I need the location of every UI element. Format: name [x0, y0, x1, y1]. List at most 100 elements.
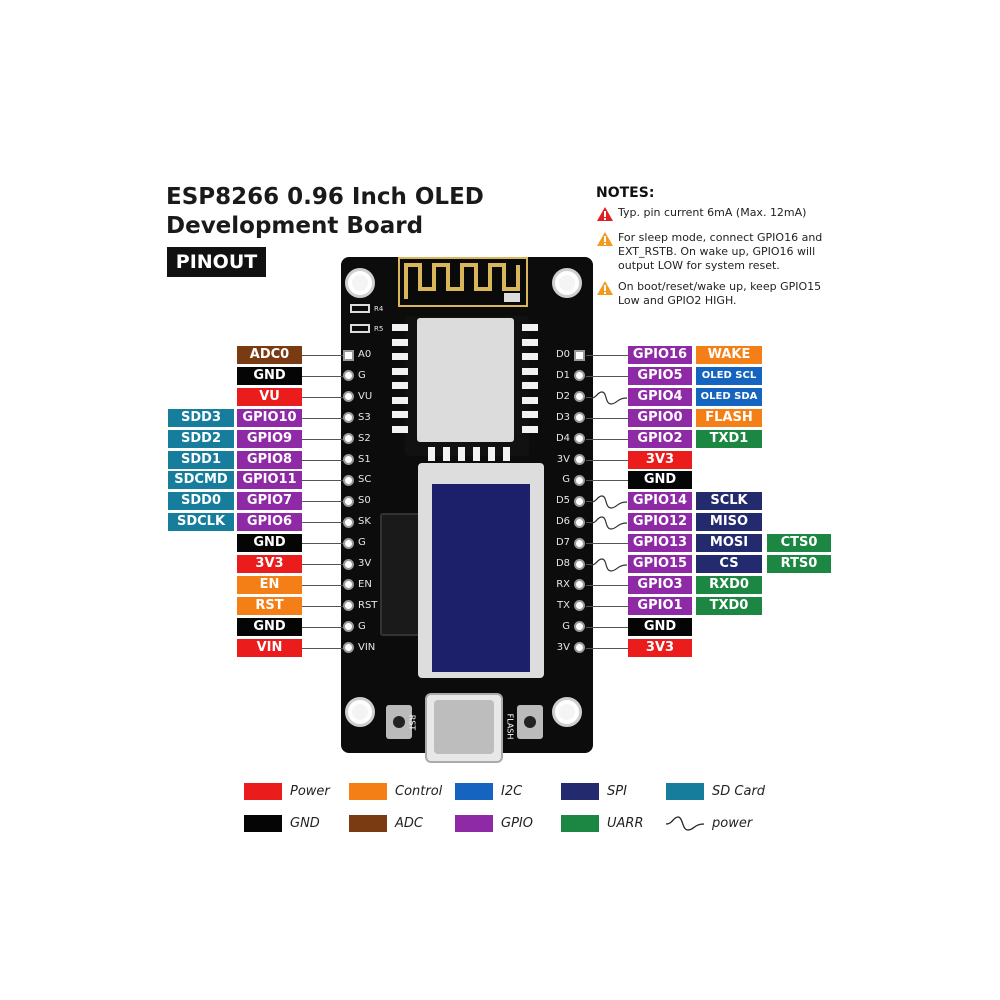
pcb-antenna	[398, 257, 528, 307]
title-line-2: Development Board	[166, 213, 424, 239]
flash-button-label: FLASH	[505, 713, 515, 740]
header-pin	[343, 454, 354, 465]
header-pin	[343, 579, 354, 591]
leader-line	[586, 564, 592, 565]
pin-label-gpio: GPIO14	[628, 492, 692, 511]
header-pin	[343, 600, 354, 612]
module-pad	[522, 353, 538, 360]
header-pin	[343, 474, 354, 486]
diagram-title: ESP8266 0.96 Inch OLED Development Board	[166, 183, 484, 241]
pin-name-right: D2	[555, 390, 570, 402]
rst-button[interactable]	[386, 705, 412, 739]
oled-flex-cable	[380, 513, 420, 636]
leader-line	[302, 522, 343, 524]
header-pin	[343, 537, 354, 549]
pin-name-left: S3	[358, 411, 371, 423]
header-pin	[343, 370, 354, 382]
pin-label-gpio: GPIO6	[237, 513, 302, 532]
leader-line	[586, 522, 592, 524]
pin-name-right: 3V	[556, 641, 570, 653]
pin-label-power: VIN	[237, 638, 302, 657]
legend-swatch-uart	[561, 815, 599, 832]
header-pin	[574, 495, 585, 507]
leader-line	[586, 480, 628, 482]
pin-label-sdcard: SDCLK	[168, 513, 234, 532]
header-pin	[343, 433, 354, 445]
leader-line	[302, 584, 343, 586]
header-pin	[574, 516, 585, 528]
pin-name-left: S2	[358, 432, 371, 444]
pinout-tag: PINOUT	[167, 247, 266, 277]
module-pad	[443, 447, 450, 461]
header-pin	[343, 349, 354, 361]
pin-name-left: G	[358, 537, 366, 549]
leader-line	[586, 438, 628, 440]
header-pin	[343, 642, 354, 654]
pin-label-gpio: GPIO16	[628, 346, 692, 364]
legend-swatch-gnd	[244, 815, 282, 832]
pin-label-gpio: GPIO15	[628, 555, 692, 573]
pin-label-power: VU	[237, 387, 302, 406]
antenna-trace-icon	[404, 263, 520, 302]
module-pad	[473, 447, 480, 461]
pin-name-left: A0	[358, 349, 372, 360]
pin-label-gnd: GND	[628, 471, 692, 490]
pin-name-right: D8	[555, 558, 570, 569]
pin-label-gnd: GND	[237, 617, 302, 636]
warning-icon	[596, 280, 614, 296]
power-wave-icon	[590, 515, 628, 530]
pin-label-sdcard: SDCMD	[168, 471, 234, 490]
pin-label-control: EN	[237, 575, 302, 594]
pin-label-gpio: GPIO7	[237, 492, 302, 511]
module-pad	[392, 411, 408, 418]
pin-name-left: VU	[358, 390, 373, 402]
pin-name-right: D7	[555, 537, 570, 549]
note-text: For sleep mode, connect GPIO16 and EXT_R…	[618, 231, 823, 272]
leader-line	[302, 417, 343, 419]
pin-name-right: D1	[555, 369, 570, 381]
header-pin	[574, 391, 585, 403]
leader-line	[586, 375, 628, 377]
header-pin	[343, 412, 354, 424]
power-wave-icon	[590, 557, 628, 572]
pin-label-uart: RTS0	[767, 555, 831, 573]
resistor-label: R5	[374, 325, 384, 333]
pin-label-gpio: GPIO0	[628, 408, 692, 427]
pin-name-right: D6	[555, 516, 570, 528]
leader-line	[586, 501, 592, 503]
module-pad	[392, 338, 408, 346]
header-pin	[574, 600, 585, 612]
legend-label: GPIO	[501, 816, 533, 831]
module-pad	[522, 367, 538, 375]
leader-line	[586, 459, 628, 461]
pin-label-gpio: GPIO8	[237, 450, 302, 469]
leader-line	[586, 584, 628, 586]
legend-swatch-power	[244, 783, 282, 800]
header-pin	[574, 349, 585, 361]
header-pin	[574, 537, 585, 549]
leader-line	[302, 501, 343, 503]
header-pin	[574, 474, 585, 486]
pin-name-left: G	[358, 620, 366, 632]
pin-name-right: RX	[556, 578, 570, 590]
flash-button[interactable]	[517, 705, 543, 739]
pin-label-control: FLASH	[696, 408, 762, 427]
pin-label-gpio: GPIO12	[628, 513, 692, 532]
legend-label: SPI	[607, 784, 627, 799]
leader-line	[302, 647, 343, 649]
pin-name-right: D3	[555, 411, 570, 423]
module-pad	[522, 396, 538, 404]
module-pad	[503, 447, 510, 461]
power-wave-icon	[590, 494, 628, 509]
header-pin	[574, 412, 585, 424]
pin-label-uart: CTS0	[767, 534, 831, 553]
oled-screen	[432, 484, 530, 672]
resistor-r5	[350, 324, 370, 333]
header-pin	[574, 454, 585, 465]
pin-label-gpio: GPIO4	[628, 387, 692, 406]
legend-label: UARR	[607, 816, 644, 831]
pin-label-spi: CS	[696, 555, 762, 573]
title-line-1: ESP8266 0.96 Inch OLED	[166, 184, 484, 210]
leader-line	[586, 626, 628, 628]
pin-label-gpio: GPIO9	[237, 429, 302, 448]
